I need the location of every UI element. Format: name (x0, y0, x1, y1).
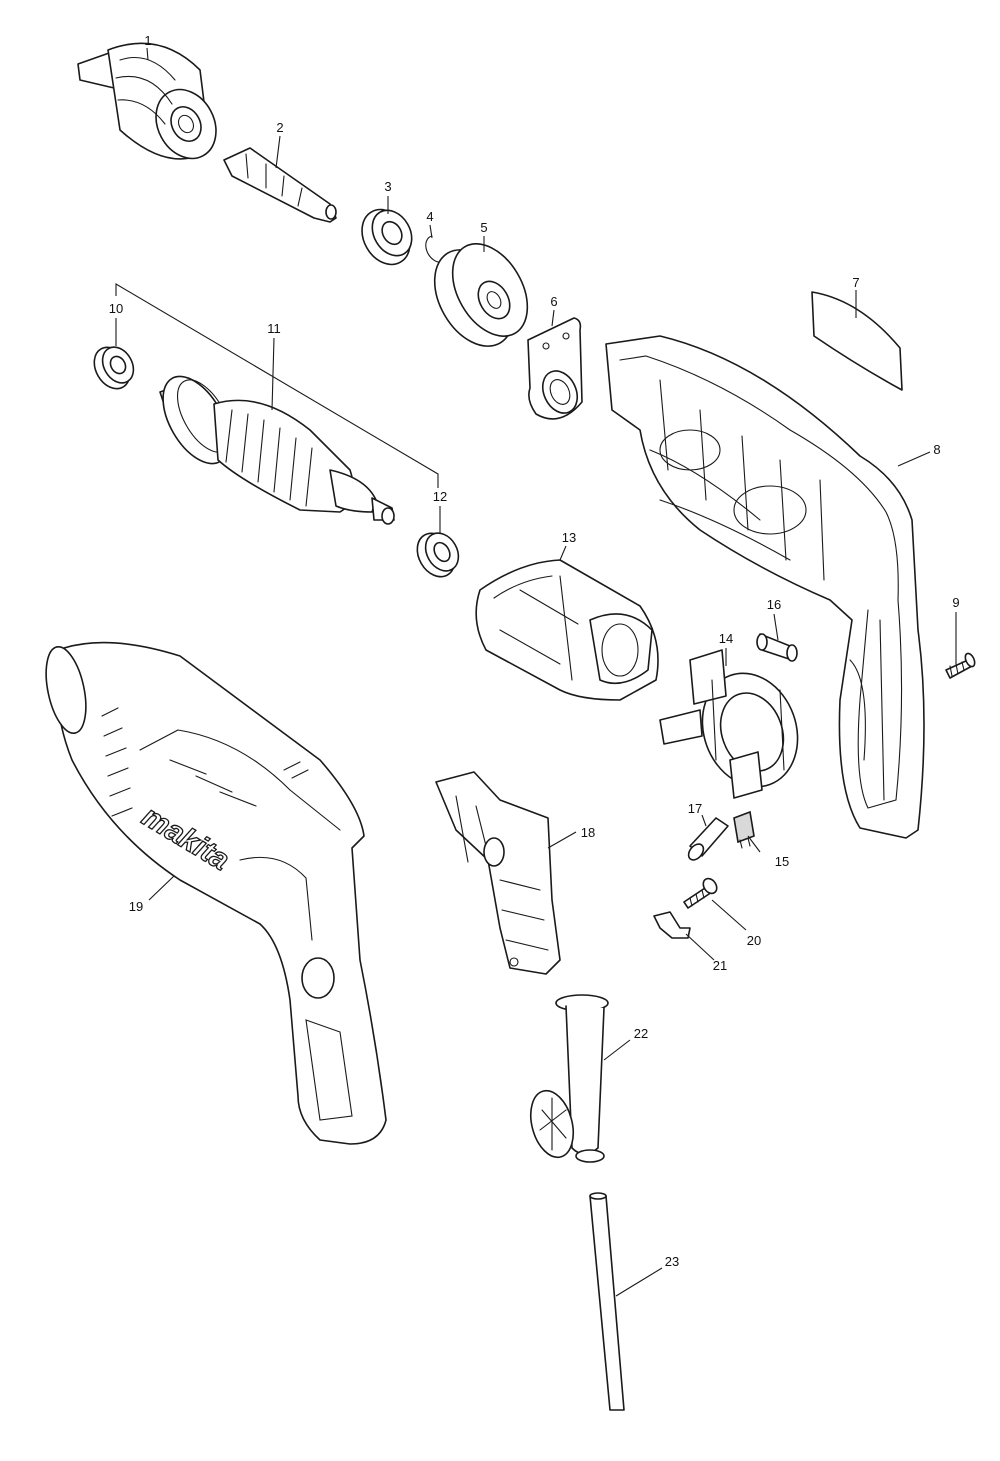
part-3-ball-bearing (361, 208, 413, 266)
callout-17: 17 (688, 801, 702, 816)
callout-11: 11 (267, 321, 281, 336)
part-13-field (475, 559, 659, 701)
part-2-spindle (223, 147, 337, 223)
part-14-brush-holder (659, 649, 799, 799)
part-4-retaining-ring (425, 235, 443, 263)
part-6-bearing-retainer (527, 317, 583, 420)
callout-2: 2 (276, 120, 283, 135)
part-1-drill-chuck (77, 42, 217, 160)
part-19-housing: makita (45, 641, 387, 1145)
callout-14: 14 (719, 631, 733, 646)
leader-lines (115, 47, 957, 1297)
part-8-housing-half (605, 335, 925, 839)
callout-5: 5 (480, 220, 487, 235)
part-15-carbon-brush (733, 810, 755, 849)
part-11-armature (159, 375, 395, 525)
callout-7: 7 (852, 275, 859, 290)
callout-8: 8 (933, 442, 940, 457)
part-9-tapping-screw (945, 652, 976, 679)
callout-9: 9 (952, 595, 959, 610)
part-18-switch (435, 771, 561, 975)
part-17-cap (687, 817, 729, 861)
callout-10: 10 (109, 301, 123, 316)
callout-3: 3 (384, 179, 391, 194)
part-20-screw (683, 877, 718, 909)
callout-21: 21 (713, 958, 727, 973)
callout-12: 12 (433, 489, 447, 504)
callout-22: 22 (634, 1026, 648, 1041)
callout-16: 16 (767, 597, 781, 612)
callout-13: 13 (562, 530, 576, 545)
part-12-ball-bearing (416, 532, 460, 578)
callout-20: 20 (747, 933, 761, 948)
part-22-side-grip (529, 994, 609, 1163)
part-21-strain-relief (653, 911, 691, 939)
callout-1: 1 (144, 33, 151, 48)
callout-6: 6 (550, 294, 557, 309)
part-5-helical-gear (433, 243, 529, 347)
part-10-ball-bearing (93, 346, 135, 390)
callout-19: 19 (129, 899, 143, 914)
callout-15: 15 (775, 854, 789, 869)
callout-23: 23 (665, 1254, 679, 1269)
callout-4: 4 (426, 209, 433, 224)
part-7-name-plate (811, 291, 903, 391)
part-16-sleeve (756, 633, 798, 662)
part-23-depth-rod (589, 1192, 625, 1411)
callout-18: 18 (581, 825, 595, 840)
callout-labels: 1 2 3 4 5 6 7 8 9 10 11 12 13 14 15 16 1… (109, 33, 960, 1269)
